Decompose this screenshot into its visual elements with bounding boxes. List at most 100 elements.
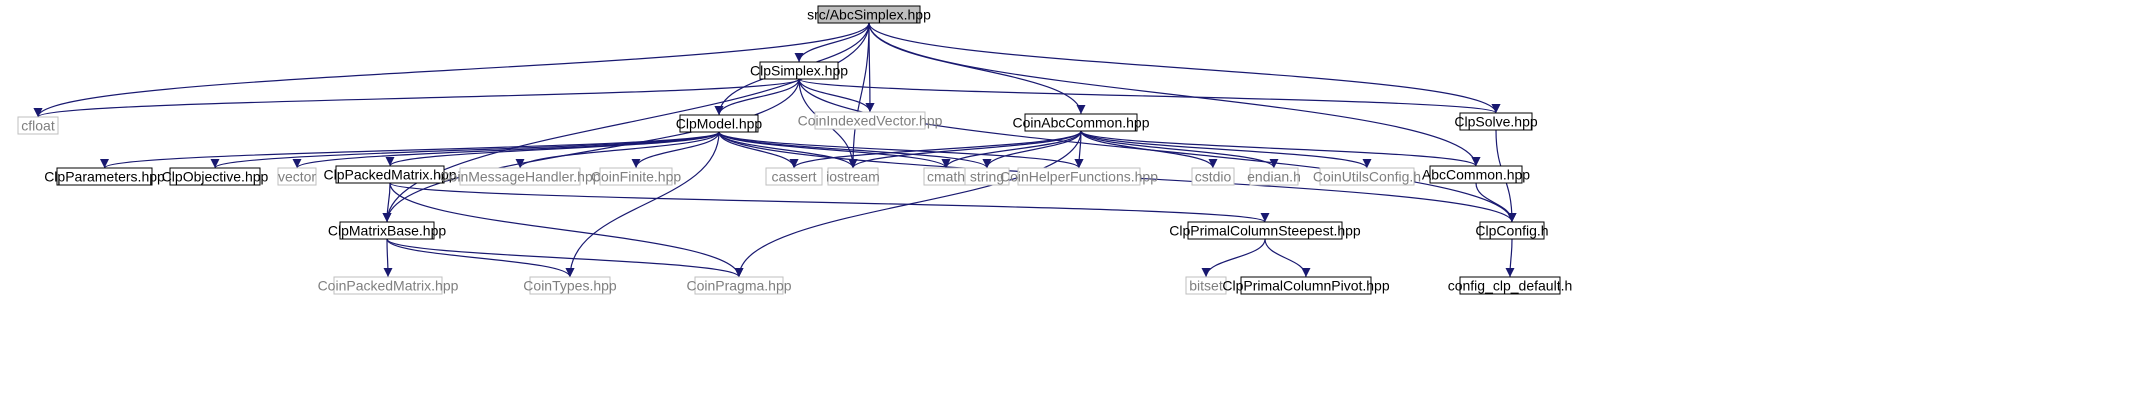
node-clpprimalcolumnsteepest[interactable]: ClpPrimalColumnSteepest.hpp <box>1169 221 1361 240</box>
include-edge-root-to-coinabccommon <box>868 22 1086 115</box>
include-edge-clpconfig-to-config_clp_default <box>1505 238 1515 278</box>
include-edge-clpmatrixbase-to-cointypes <box>386 238 575 278</box>
node-cfloat: cfloat <box>17 116 59 135</box>
node-clpmatrixbase[interactable]: ClpMatrixBase.hpp <box>328 221 446 240</box>
include-edge-root-to-iostream <box>848 22 870 169</box>
node-label: ClpModel.hpp <box>676 116 763 132</box>
include-edge-clpmodel-to-cmath <box>718 131 951 169</box>
node-cassert: cassert <box>765 167 823 186</box>
node-label: ClpConfig.h <box>1475 223 1548 239</box>
include-edge-clpsimplex-to-clpmatrixbase <box>382 78 800 223</box>
include-edge-clppackedmatrix-to-coinpragma <box>389 182 744 278</box>
node-box <box>817 5 921 24</box>
node-box <box>1187 221 1343 240</box>
node-coinpragma: CoinPragma.hpp <box>686 276 792 295</box>
node-vector: vector <box>277 167 317 186</box>
node-box <box>1191 167 1235 186</box>
include-edge-clpmodel-to-cointypes <box>565 131 720 278</box>
node-box <box>529 276 611 295</box>
node-label: config_clp_default.h <box>1448 278 1573 294</box>
include-edge-root-to-abccommon <box>868 22 1481 167</box>
node-clpprimalcolumnpivot[interactable]: ClpPrimalColumnPivot.hpp <box>1222 276 1390 295</box>
include-edge-root-to-cfloat <box>33 22 870 118</box>
include-edge-clpsimplex-to-clpsolve <box>798 78 1501 114</box>
node-box <box>17 116 59 135</box>
node-clpconfig[interactable]: ClpConfig.h <box>1475 221 1549 240</box>
node-label: CoinAbcCommon.hpp <box>1013 115 1150 131</box>
include-edge-clpmodel-to-coinmessagehandler <box>515 131 720 169</box>
include-edge-clppackedmatrix-to-clpmatrixbase <box>382 182 392 223</box>
node-string: string <box>964 167 1010 186</box>
node-label: CoinPragma.hpp <box>686 278 791 294</box>
node-box <box>814 111 926 130</box>
node-box <box>1240 276 1372 295</box>
node-iostream: iostream <box>826 167 880 186</box>
node-box <box>1017 167 1141 186</box>
node-clpparameters[interactable]: ClpParameters.hpp <box>44 167 165 186</box>
include-edge-clpmodel-to-clpobjective <box>210 131 720 169</box>
include-edge-coinabccommon-to-string <box>982 130 1082 169</box>
node-box <box>827 167 879 186</box>
include-edge-coinabccommon-to-cassert <box>789 130 1082 169</box>
node-cstdio: cstdio <box>1191 167 1235 186</box>
node-label: ClpObjective.hpp <box>162 169 269 185</box>
node-label: CoinHelperFunctions.hpp <box>1000 169 1158 185</box>
node-box <box>1479 221 1545 240</box>
node-label: ClpSolve.hpp <box>1454 114 1537 130</box>
include-edge-coinabccommon-to-abccommon <box>1080 130 1481 167</box>
node-clpmodel[interactable]: ClpModel.hpp <box>676 114 763 133</box>
node-root[interactable]: src/AbcSimplex.hpp <box>807 5 931 24</box>
node-label: CoinMessageHandler.hpp <box>439 169 600 185</box>
node-box <box>1185 276 1227 295</box>
node-clppackedmatrix[interactable]: ClpPackedMatrix.hpp <box>323 165 457 184</box>
node-coinpackedmatrix: CoinPackedMatrix.hpp <box>318 276 459 295</box>
node-cmath: cmath <box>923 167 969 186</box>
node-box <box>459 167 581 186</box>
include-edge-clpmatrixbase-to-coinpackedmatrix <box>383 238 393 278</box>
node-label: ClpParameters.hpp <box>44 169 165 185</box>
include-edge-root-to-clpmatrixbase <box>382 22 870 223</box>
include-edge-clpmodel-to-iostream <box>718 131 858 169</box>
node-clpobjective[interactable]: ClpObjective.hpp <box>162 167 269 186</box>
node-config_clp_default[interactable]: config_clp_default.h <box>1448 276 1573 295</box>
node-label: CoinPackedMatrix.hpp <box>318 278 459 294</box>
include-edge-clpmatrixbase-to-coinpragma <box>386 238 744 278</box>
node-clpsolve[interactable]: ClpSolve.hpp <box>1454 112 1538 131</box>
include-edge-root-to-clpsimplex <box>794 22 870 63</box>
node-label: endian.h <box>1247 169 1301 185</box>
node-box <box>1319 167 1415 186</box>
node-box <box>1459 112 1533 131</box>
node-clpsimplex[interactable]: ClpSimplex.hpp <box>750 61 848 80</box>
node-coinfinite: CoinFinite.hpp <box>591 167 681 186</box>
node-label: CoinFinite.hpp <box>591 169 681 185</box>
node-label: CoinTypes.hpp <box>523 278 617 294</box>
include-edge-clpsimplex-to-coinindexedvector <box>798 78 875 113</box>
include-edge-clpmodel-to-vector <box>292 131 720 169</box>
node-label: ClpPrimalColumnSteepest.hpp <box>1169 223 1361 239</box>
node-box <box>333 276 443 295</box>
include-edge-abccommon-to-clpconfig <box>1475 182 1517 223</box>
node-label: ClpMatrixBase.hpp <box>328 223 446 239</box>
node-coinabccommon[interactable]: CoinAbcCommon.hpp <box>1013 113 1150 132</box>
node-label: ClpPackedMatrix.hpp <box>323 167 456 183</box>
node-coinindexedvector: CoinIndexedVector.hpp <box>798 111 943 130</box>
include-edge-clpmodel-to-coinhelperfunctions <box>718 131 1084 169</box>
node-box <box>335 165 445 184</box>
node-label: iostream <box>826 169 880 185</box>
node-label: vector <box>278 169 316 185</box>
node-label: src/AbcSimplex.hpp <box>807 7 931 23</box>
include-edge-clpmodel-to-string <box>718 131 992 169</box>
node-endian: endian.h <box>1247 167 1301 186</box>
node-bitset: bitset <box>1185 276 1227 295</box>
include-edge-coinabccommon-to-cstdio <box>1080 130 1218 169</box>
node-abccommon[interactable]: AbcCommon.hpp <box>1422 165 1530 184</box>
include-edge-coinabccommon-to-endian <box>1080 130 1279 169</box>
node-cointypes: CoinTypes.hpp <box>523 276 617 295</box>
node-box <box>1429 165 1523 184</box>
include-edge-clpprimalcolumnsteepest-to-clpprimalcolumnpivot <box>1264 238 1311 278</box>
include-edge-clpmodel-to-coinfinite <box>631 131 720 169</box>
node-box <box>169 167 261 186</box>
node-coinmessagehandler: CoinMessageHandler.hpp <box>439 167 601 186</box>
node-box <box>694 276 784 295</box>
